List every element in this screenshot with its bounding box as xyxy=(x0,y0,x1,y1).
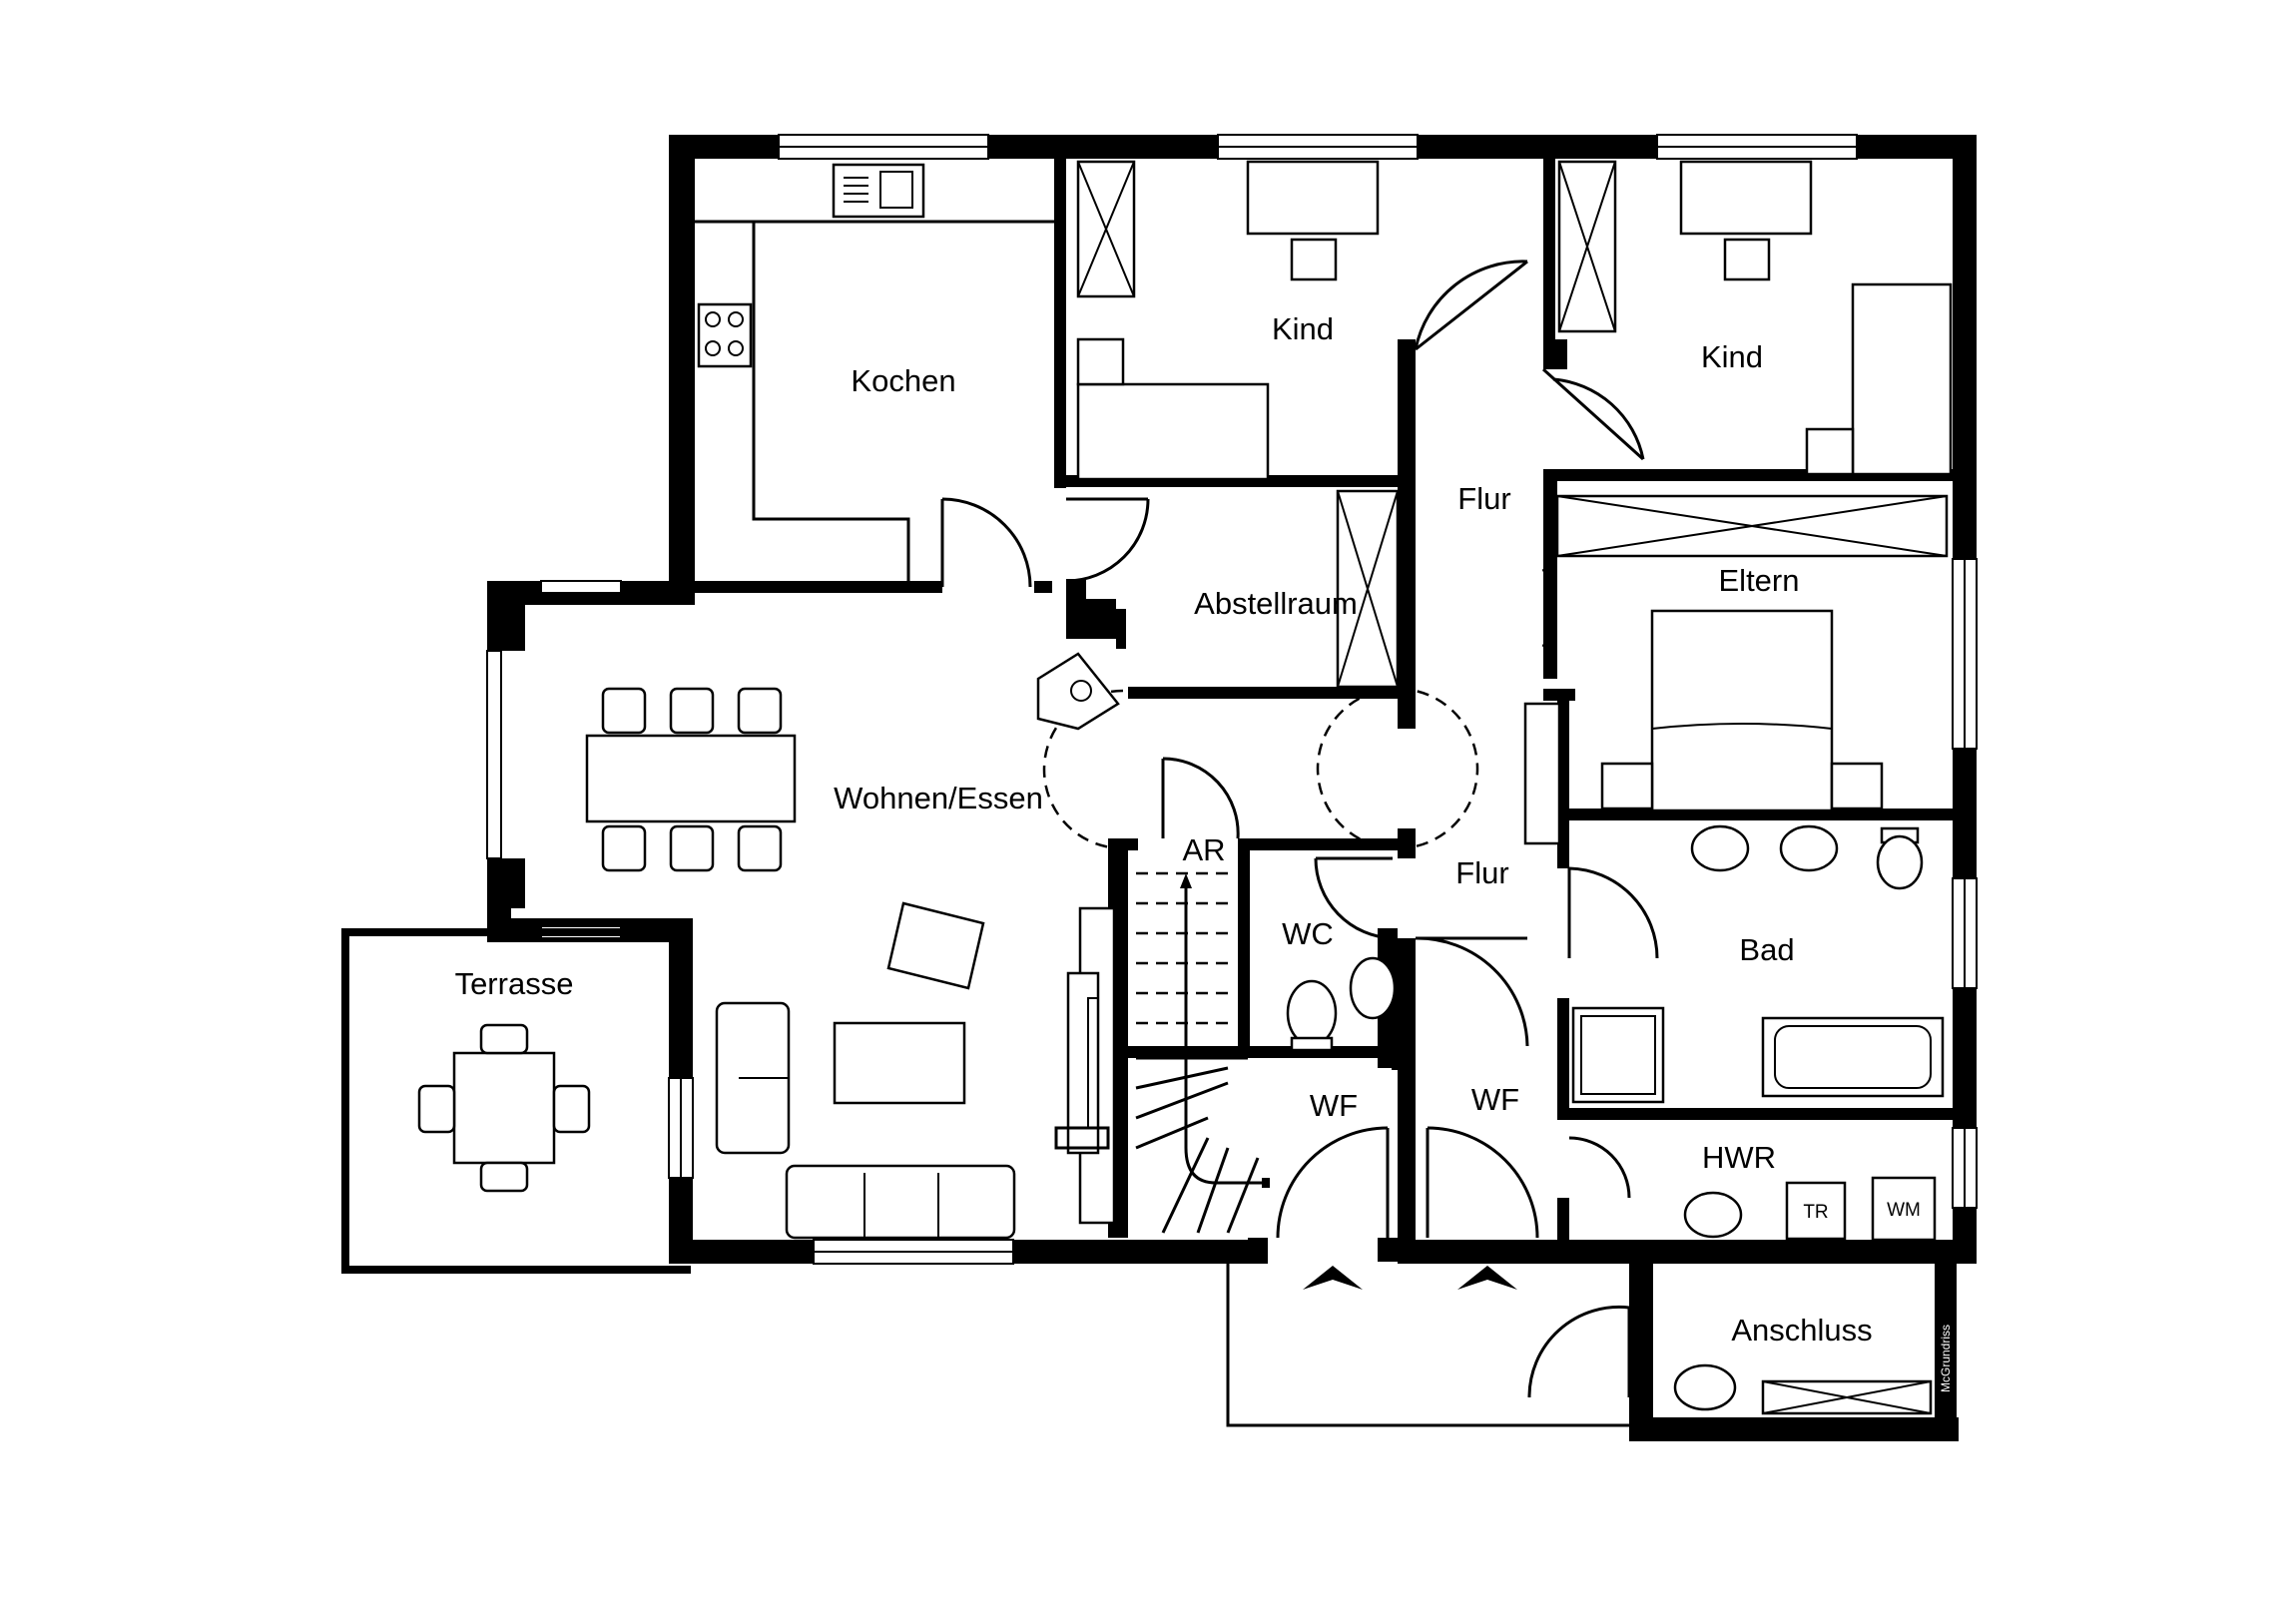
bathtub-icon xyxy=(1761,1016,1945,1098)
kitchen-furniture xyxy=(695,163,1054,581)
kind-2-furniture xyxy=(1557,160,1953,476)
stove-icon xyxy=(697,302,753,368)
staircase xyxy=(1135,871,1270,1234)
anschluss-furniture xyxy=(1673,1363,1933,1415)
label-wf-1: WF xyxy=(1310,1088,1358,1123)
wc-furniture xyxy=(1286,956,1397,1052)
washbasin-icon xyxy=(1683,1191,1743,1239)
entry-walkway xyxy=(1226,1264,1629,1427)
dryer-label: TR xyxy=(1803,1202,1828,1223)
sofa xyxy=(785,1164,1016,1240)
watermark: McGrundriss xyxy=(1935,1260,1957,1419)
washbasin-icon xyxy=(1349,956,1397,1020)
dining-table xyxy=(585,734,797,823)
bad-furniture xyxy=(1571,824,1945,1104)
washer-icon xyxy=(1871,1176,1937,1242)
doors xyxy=(940,260,1659,1398)
hwr-furniture: TR WM xyxy=(1683,1176,1937,1242)
entry-arrow-icon xyxy=(1303,1266,1363,1290)
label-wc: WC xyxy=(1282,916,1334,951)
washer-label: WM xyxy=(1887,1200,1921,1221)
washbasin-icon xyxy=(1690,824,1750,872)
dryer-icon xyxy=(1785,1181,1847,1241)
abstellraum-furniture xyxy=(1036,489,1400,731)
label-flur-1: Flur xyxy=(1457,481,1510,516)
label-eltern: Eltern xyxy=(1719,563,1800,598)
washbasin-icon xyxy=(1779,824,1839,872)
shower-icon xyxy=(1571,1006,1665,1104)
label-kochen: Kochen xyxy=(851,363,955,398)
label-flur-2: Flur xyxy=(1455,855,1508,890)
fireplace-icon xyxy=(1036,652,1120,731)
label-wf-2: WF xyxy=(1471,1082,1519,1117)
label-bad: Bad xyxy=(1739,932,1794,967)
living-dining-furniture xyxy=(585,687,1116,1240)
armchair xyxy=(886,901,985,990)
entry-arrow-icon xyxy=(1457,1266,1517,1290)
label-terrasse: Terrasse xyxy=(455,966,574,1001)
double-bed-icon xyxy=(1650,609,1834,812)
label-ar: AR xyxy=(1182,832,1225,867)
toilet-icon xyxy=(1286,979,1338,1047)
sink-icon xyxy=(832,163,925,219)
terrasse xyxy=(341,928,691,1274)
label-abstellraum: Abstellraum xyxy=(1194,586,1358,621)
terrace-table xyxy=(452,1051,556,1165)
eltern-furniture xyxy=(1523,494,1949,845)
room-labels: Kochen Kind Kind Flur Abstellraum Eltern… xyxy=(455,311,1873,1348)
coffee-table xyxy=(833,1021,966,1105)
label-anschluss: Anschluss xyxy=(1731,1313,1872,1348)
label-kind-2: Kind xyxy=(1701,339,1763,374)
washbasin-icon xyxy=(1673,1363,1737,1411)
watermark-text: McGrundriss xyxy=(1939,1325,1953,1392)
kind-1-furniture xyxy=(1076,160,1380,481)
label-kind-1: Kind xyxy=(1272,311,1334,346)
label-hwr: HWR xyxy=(1702,1140,1776,1175)
label-wohnen-essen: Wohnen/Essen xyxy=(834,781,1043,815)
